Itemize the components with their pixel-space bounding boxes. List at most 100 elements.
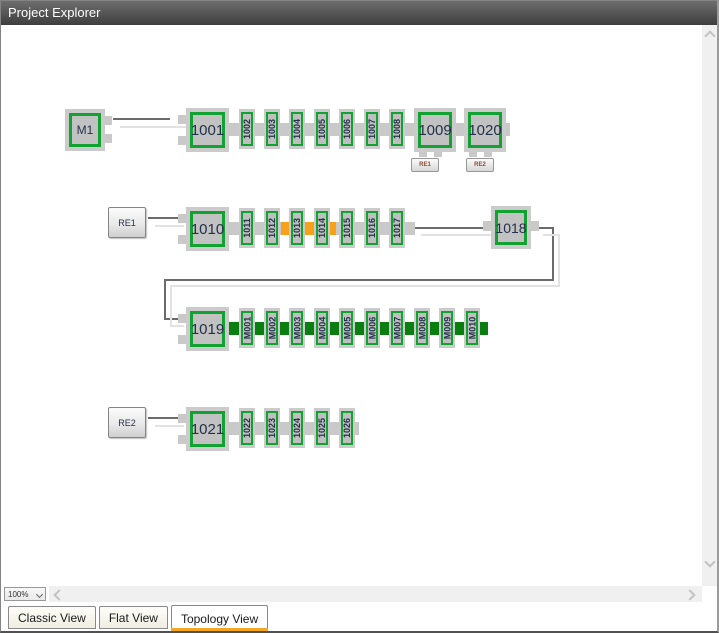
remote-head-re1-label: RE1	[118, 217, 136, 228]
module-label: 1007	[367, 118, 377, 140]
connection-line	[155, 225, 184, 227]
node-1009[interactable]: 1009	[414, 108, 456, 152]
mini-tag-re1-label: RE1	[419, 162, 431, 168]
node-frame: 1018	[495, 210, 527, 245]
scroll-up-icon[interactable]	[704, 30, 716, 42]
remote-head-re2[interactable]: RE2	[108, 407, 146, 438]
module-label: M002	[267, 316, 278, 340]
module-label: M010	[467, 316, 478, 340]
tab-flat-view[interactable]: Flat View	[98, 606, 168, 629]
module-1012[interactable]: 1012	[264, 208, 280, 248]
connector-stub	[178, 414, 186, 423]
module-label: 1004	[292, 118, 302, 140]
view-tab-bar: Classic View Flat View Topology View	[1, 605, 717, 631]
tab-label: Classic View	[18, 610, 86, 625]
mini-tag-re1[interactable]: RE1	[411, 158, 439, 172]
module-M003[interactable]: M003	[289, 308, 305, 348]
module-1002[interactable]: 1002	[239, 109, 255, 149]
connection-line	[155, 425, 184, 427]
node-1020[interactable]: 1020	[464, 108, 506, 152]
scroll-right-icon[interactable]	[684, 589, 696, 601]
connector-stub	[419, 152, 427, 157]
module-label: 1011	[242, 218, 252, 238]
tab-label: Flat View	[108, 610, 158, 625]
node-frame: 1009	[418, 112, 452, 148]
scroll-down-icon[interactable]	[704, 556, 716, 568]
module-M009[interactable]: M009	[439, 308, 455, 348]
module-1014[interactable]: 1014	[314, 208, 330, 248]
module-frame: 1012	[266, 211, 278, 245]
node-m1[interactable]: M1	[65, 109, 105, 151]
module-frame: 1006	[341, 112, 353, 146]
module-frame: 1003	[266, 112, 278, 146]
topology-canvas[interactable]: M1 1001 1002 1003 1004 1005 1006 1007 1008 1009 10…	[1, 25, 702, 586]
module-1007[interactable]: 1007	[364, 109, 380, 149]
module-frame: M010	[466, 311, 478, 345]
node-1018[interactable]: 1018	[491, 206, 531, 249]
module-frame: 1015	[341, 211, 353, 245]
node-label: 1020	[468, 121, 502, 139]
module-1003[interactable]: 1003	[264, 109, 280, 149]
connector-stub	[484, 152, 492, 157]
module-M005[interactable]: M005	[339, 308, 355, 348]
mini-tag-re2[interactable]: RE2	[466, 158, 494, 172]
module-M008[interactable]: M008	[414, 308, 430, 348]
module-1017[interactable]: 1017	[389, 208, 405, 248]
module-1026[interactable]: 1026	[339, 408, 355, 448]
module-label: 1014	[317, 217, 327, 239]
module-1005[interactable]: 1005	[314, 109, 330, 149]
module-M002[interactable]: M002	[264, 308, 280, 348]
tab-topology-view[interactable]: Topology View	[170, 605, 269, 631]
node-frame: 1019	[190, 311, 225, 347]
tab-classic-view[interactable]: Classic View	[8, 606, 96, 629]
module-frame: M004	[316, 311, 328, 345]
module-1011[interactable]: 1011	[239, 208, 255, 248]
node-1019[interactable]: 1019	[186, 307, 229, 351]
module-M010[interactable]: M010	[464, 308, 480, 348]
module-1023[interactable]: 1023	[264, 408, 280, 448]
module-frame: M007	[391, 311, 403, 345]
horizontal-scrollbar[interactable]	[49, 586, 702, 602]
remote-head-re2-label: RE2	[118, 417, 136, 428]
module-label: 1015	[342, 217, 352, 239]
zoom-dropdown[interactable]: 100%	[4, 587, 46, 601]
module-1008[interactable]: 1008	[389, 109, 405, 149]
module-label: 1003	[267, 118, 277, 140]
module-label: M005	[342, 316, 353, 340]
module-label: M009	[442, 316, 453, 340]
module-M006[interactable]: M006	[364, 308, 380, 348]
module-label: 1023	[267, 417, 277, 439]
remote-head-re1[interactable]: RE1	[108, 207, 146, 238]
scroll-left-icon[interactable]	[53, 589, 65, 601]
zoom-value: 100%	[8, 589, 29, 599]
module-1004[interactable]: 1004	[289, 109, 305, 149]
node-1001[interactable]: 1001	[186, 108, 229, 152]
connector-stub	[178, 136, 186, 145]
module-M004[interactable]: M004	[314, 308, 330, 348]
connector-stub	[178, 214, 186, 223]
module-1006[interactable]: 1006	[339, 109, 355, 149]
module-label: 1016	[367, 217, 377, 239]
connection-line	[421, 234, 495, 236]
node-label: 1010	[190, 220, 225, 238]
module-1022[interactable]: 1022	[239, 408, 255, 448]
node-1010[interactable]: 1010	[186, 207, 229, 251]
vertical-scrollbar[interactable]	[702, 25, 717, 586]
module-label: 1005	[317, 118, 327, 140]
module-1016[interactable]: 1016	[364, 208, 380, 248]
connection-line	[120, 126, 187, 128]
module-frame: 1005	[316, 112, 328, 146]
module-label: M001	[242, 316, 253, 340]
module-M007[interactable]: M007	[389, 308, 405, 348]
node-label: 1001	[190, 121, 225, 139]
module-1015[interactable]: 1015	[339, 208, 355, 248]
module-1013[interactable]: 1013	[289, 208, 305, 248]
module-frame: 1023	[266, 411, 278, 445]
connection-line	[170, 285, 172, 327]
node-1021[interactable]: 1021	[186, 407, 229, 451]
module-1024[interactable]: 1024	[289, 408, 305, 448]
module-M001[interactable]: M001	[239, 308, 255, 348]
connector-stub	[178, 435, 186, 444]
module-frame: 1014	[316, 211, 328, 245]
module-1025[interactable]: 1025	[314, 408, 330, 448]
